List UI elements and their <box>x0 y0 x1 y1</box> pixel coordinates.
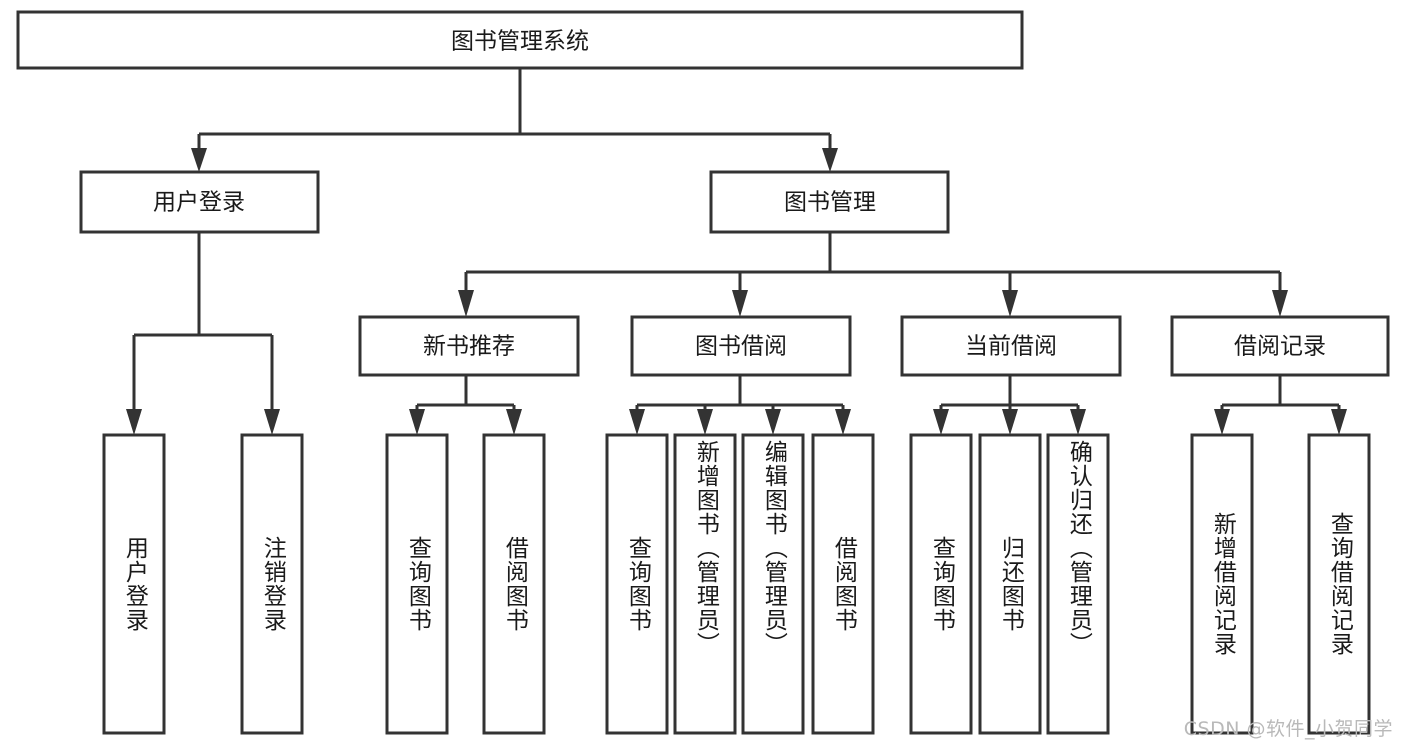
leaf-current-borrow-0[interactable] <box>909 433 973 735</box>
node-user-login-label: 用户登录 <box>153 190 245 216</box>
node-current-borrow[interactable]: 当前借阅 <box>900 315 1122 377</box>
node-root-label: 图书管理系统 <box>451 29 589 55</box>
connector-currentborrow-to-leaves <box>933 375 1086 435</box>
connector-bookborrow-to-leaves <box>629 375 851 435</box>
leaf-user-login-1[interactable] <box>240 433 304 735</box>
node-user-login[interactable]: 用户登录 <box>79 170 320 234</box>
node-new-book-rec[interactable]: 新书推荐 <box>358 315 580 377</box>
leaf-borrow-record-1[interactable] <box>1307 433 1371 735</box>
leaf-borrow-record-0[interactable] <box>1190 433 1254 735</box>
leaf-new-book-rec-0[interactable] <box>385 433 449 735</box>
node-new-book-rec-label: 新书推荐 <box>423 334 515 360</box>
node-book-borrow[interactable]: 图书借阅 <box>630 315 852 377</box>
connector-bookmanage-to-level3 <box>458 232 1288 317</box>
node-book-manage[interactable]: 图书管理 <box>709 170 950 234</box>
leaf-book-borrow-0[interactable] <box>605 433 669 735</box>
connector-userlogin-to-leaves <box>126 232 280 435</box>
leaf-current-borrow-1[interactable] <box>978 433 1042 735</box>
connector-borrowrecord-to-leaves <box>1214 375 1347 435</box>
node-book-borrow-label: 图书借阅 <box>695 334 787 360</box>
node-borrow-record[interactable]: 借阅记录 <box>1170 315 1390 377</box>
connector-newbook-to-leaves <box>409 375 522 435</box>
leaf-book-borrow-3[interactable] <box>811 433 875 735</box>
leaf-current-borrow-2[interactable] <box>1046 433 1110 735</box>
leaf-book-borrow-1[interactable] <box>673 433 737 735</box>
node-book-manage-label: 图书管理 <box>784 190 876 216</box>
node-borrow-record-label: 借阅记录 <box>1234 334 1326 360</box>
node-current-borrow-label: 当前借阅 <box>965 334 1057 360</box>
leaf-book-borrow-2[interactable] <box>741 433 805 735</box>
leaf-user-login-0[interactable] <box>102 433 166 735</box>
connector-root-to-level2 <box>191 68 838 172</box>
node-root[interactable]: 图书管理系统 <box>16 10 1024 70</box>
leaf-new-book-rec-1[interactable] <box>482 433 546 735</box>
